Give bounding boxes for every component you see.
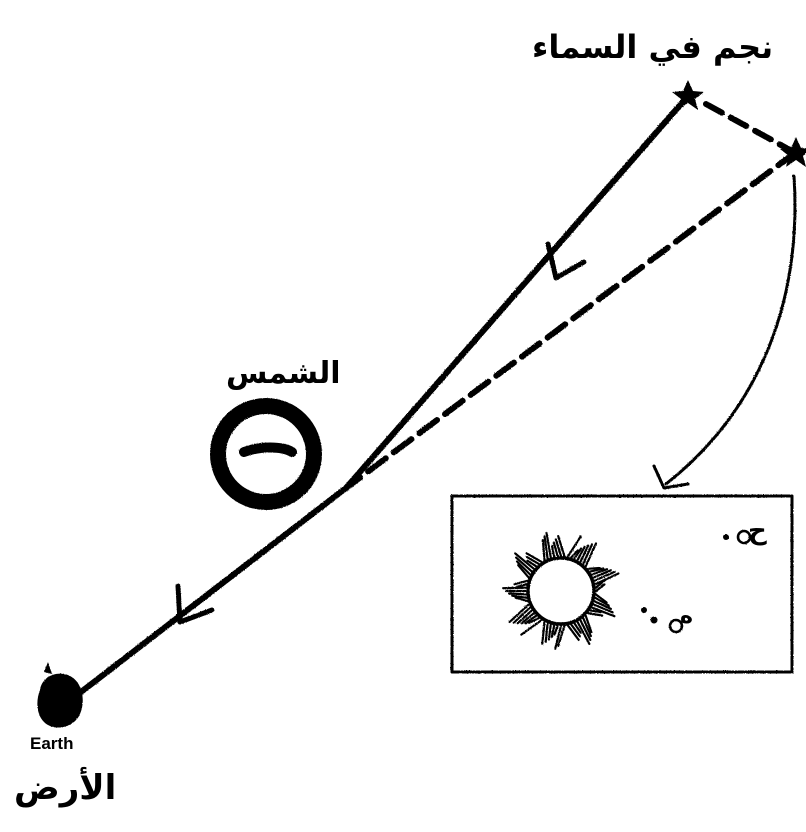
sun-inner-bar — [244, 448, 292, 453]
inset-sun-disk — [528, 558, 594, 624]
corona-ray — [509, 594, 526, 595]
inset-box — [452, 496, 792, 672]
star-in-sky-label: نجم في السماء — [532, 28, 773, 66]
star-offset-dashed — [706, 104, 790, 150]
sun-outer-ring — [218, 406, 314, 502]
corona-ray — [546, 623, 548, 641]
earth-body — [37, 662, 82, 728]
sun-label: الشمس — [226, 356, 341, 391]
corona-ray — [552, 546, 554, 557]
curved-arrow-to-inset — [666, 176, 795, 484]
bent-light-ray-lower — [68, 488, 346, 702]
inset-apparent-star-marker: ه — [680, 604, 693, 629]
corona-ray — [588, 613, 602, 615]
corona-ray — [542, 622, 544, 644]
inset-real-star-dot — [723, 534, 729, 540]
corona-ray — [549, 625, 551, 640]
corona-ray — [517, 584, 527, 587]
apparent-light-ray-dashed — [346, 152, 796, 488]
corona-ray — [543, 540, 545, 560]
inset-apparent-star-dot-a — [641, 607, 647, 613]
inset-real-star-marker: ح — [748, 516, 767, 546]
corona-ray — [512, 596, 527, 598]
corona-ray — [503, 588, 526, 589]
corona-ray — [555, 626, 558, 635]
earth-label-ar: الأرض — [14, 768, 116, 808]
real-light-ray-upper — [346, 96, 688, 488]
earth-label-en: Earth — [30, 734, 73, 754]
inset-apparent-star-dot-b — [651, 617, 658, 624]
